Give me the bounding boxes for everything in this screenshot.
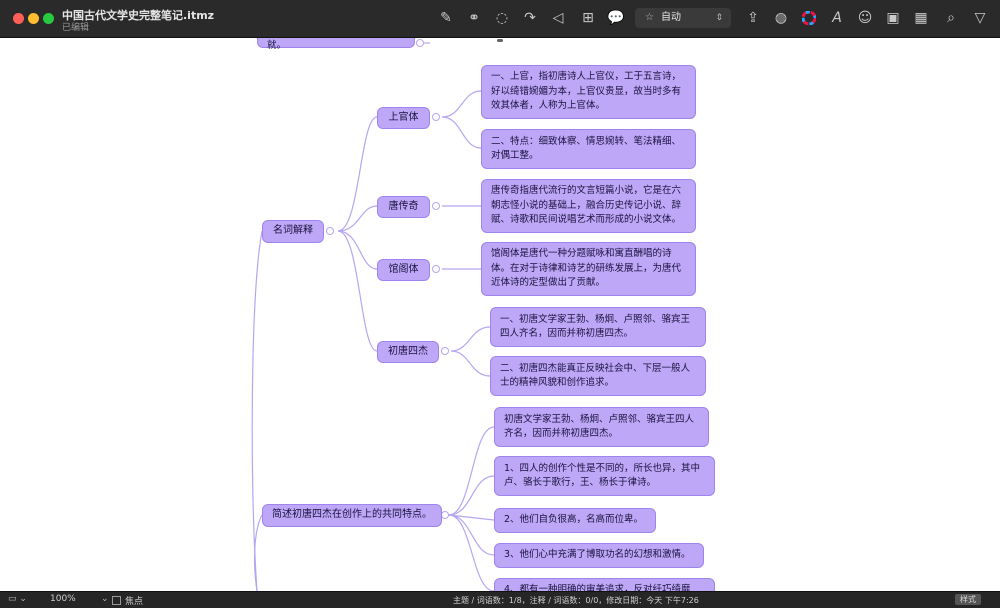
- document-title: 中国古代文学史完整笔记.itmz: [62, 9, 215, 22]
- layout-icon[interactable]: ⊞: [582, 10, 594, 26]
- font-icon[interactable]: A: [832, 10, 842, 26]
- document-status: 已编辑: [62, 23, 90, 33]
- boundary-icon[interactable]: ◌: [495, 10, 509, 26]
- sidebar-toggle-icon[interactable]: ▭ ⌄: [8, 594, 27, 604]
- zoom-chevron-icon[interactable]: ⌄: [101, 594, 109, 604]
- leaf-question-intro[interactable]: 初唐文学家王勃、杨炯、卢照邻、骆宾王四人齐名，因而并称初唐四杰。: [494, 407, 709, 447]
- chevron-updown-icon: ⇕: [715, 13, 723, 23]
- mind-map-canvas[interactable]: …论述《诗品》的文学批评成就。 名词解释 上官体 唐传奇 馆阁体 初唐四杰 一、…: [0, 38, 1000, 591]
- node-text: 3、他们心中充满了博取功名的幻想和激情。: [504, 549, 691, 561]
- focus-label: 焦点: [125, 597, 144, 607]
- node-text: 2、他们自负很高，名高而位卑。: [504, 514, 644, 526]
- focus-toggle[interactable]: 焦点: [112, 594, 143, 607]
- main-topic-mingci[interactable]: 名词解释: [262, 220, 324, 243]
- topic-node-partial[interactable]: …论述《诗品》的文学批评成就。: [257, 38, 415, 51]
- subtopic-shangguanti[interactable]: 上官体: [377, 107, 430, 129]
- main-topic-question-sijie[interactable]: 简述初唐四杰在创作上的共同特点。: [262, 504, 442, 527]
- subtopic-tangchuanqi[interactable]: 唐传奇: [377, 196, 430, 218]
- zoom-level[interactable]: 100%: [50, 594, 76, 604]
- node-text: 二、特点：细致体察、情思婉转、笔法精细、对偶工整。: [491, 135, 682, 162]
- node-text: 简述初唐四杰在创作上的共同特点。: [272, 509, 432, 521]
- leaf-question-point-1[interactable]: 1、四人的创作个性是不同的，所长也异，其中卢、骆长于歌行，王、杨长于律诗。: [494, 456, 715, 496]
- leaf-shangguan-features[interactable]: 二、特点：细致体察、情思婉转、笔法精细、对偶工整。: [481, 129, 696, 169]
- comment-icon[interactable]: 💬: [607, 10, 625, 26]
- subtopic-chutangsijie[interactable]: 初唐四杰: [377, 341, 439, 363]
- leaf-question-point-3[interactable]: 3、他们心中充满了博取功名的幻想和激情。: [494, 543, 704, 568]
- emoji-icon[interactable]: ☺: [857, 10, 873, 26]
- node-text: 二、初唐四杰能真正反映社会中、下层一般人士的精神风貌和创作追求。: [500, 362, 691, 389]
- image-icon[interactable]: ▣: [886, 10, 900, 26]
- node-text: 名词解释: [273, 225, 313, 237]
- node-text: 1、四人的创作个性是不同的，所长也异，其中卢、骆长于歌行，王、杨长于律诗。: [504, 462, 701, 489]
- filter-icon[interactable]: ▽: [974, 10, 986, 26]
- status-bar: ▭ ⌄ 100% ⌄ 焦点 主题 / 词语数：1/8，注释 / 词语数：0/0，…: [0, 591, 1000, 608]
- search-icon[interactable]: ⌕: [947, 10, 955, 26]
- theme-select[interactable]: ☆ 自动 ⇕: [635, 8, 731, 28]
- document-stats: 主题 / 词语数：1/8，注释 / 词语数：0/0，修改日期：今天 下午7:26: [453, 596, 699, 605]
- close-window-button[interactable]: [13, 13, 24, 24]
- zoom-window-button[interactable]: [43, 13, 54, 24]
- leaf-chuanqi-definition[interactable]: 唐传奇指唐代流行的文言短篇小说，它是在六朝志怪小说的基础上，融合历史传记小说、辞…: [481, 179, 696, 233]
- node-text: 一、初唐文学家王勃、杨炯、卢照邻、骆宾王四人齐名，因而并称初唐四杰。: [500, 313, 691, 340]
- node-text: 初唐文学家王勃、杨炯、卢照邻、骆宾王四人齐名，因而并称初唐四杰。: [504, 413, 695, 440]
- style-icon[interactable]: ◍: [774, 10, 788, 26]
- color-icon[interactable]: [799, 9, 819, 27]
- node-text: 馆阁体是唐代一种分题赋咏和寓直酬唱的诗体。在对于诗律和诗艺的研练发展上，为唐代近…: [491, 248, 682, 289]
- theme-star-icon: ☆: [645, 12, 654, 23]
- node-text: 馆阁体: [388, 263, 419, 275]
- leaf-shangguan-definition[interactable]: 一、上官，指初唐诗人上官仪，工于五言诗，好以绮错婉媚为本，上官仪贵显，故当时多有…: [481, 65, 696, 119]
- leaf-sijie-definition[interactable]: 一、初唐文学家王勃、杨炯、卢照邻、骆宾王四人齐名，因而并称初唐四杰。: [490, 307, 706, 347]
- leaf-question-point-2[interactable]: 2、他们自负很高，名高而位卑。: [494, 508, 656, 533]
- node-text: 初唐四杰: [388, 345, 428, 357]
- subtopic-guangeti[interactable]: 馆阁体: [377, 259, 430, 281]
- curve-icon[interactable]: ↷: [524, 10, 536, 26]
- node-text: 唐传奇指唐代流行的文言短篇小说，它是在六朝志怪小说的基础上，融合历史传记小说、辞…: [491, 185, 682, 226]
- node-text: 唐传奇: [388, 200, 419, 212]
- node-text: …论述《诗品》的文学批评成就。: [267, 40, 287, 51]
- shape-icon[interactable]: ◁: [552, 10, 564, 26]
- connector-lines: [251, 39, 495, 591]
- theme-select-value: 自动: [661, 12, 681, 23]
- resize-handle[interactable]: [497, 39, 503, 42]
- leaf-question-point-4[interactable]: 4、都有一种明确的审美追求，反对纤巧绮靡: [494, 578, 715, 591]
- minimize-window-button[interactable]: [28, 13, 39, 24]
- leaf-sijie-significance[interactable]: 二、初唐四杰能真正反映社会中、下层一般人士的精神风貌和创作追求。: [490, 356, 706, 396]
- text-format-icon[interactable]: ✎: [440, 10, 452, 26]
- node-text: 上官体: [388, 111, 419, 123]
- style-button[interactable]: 样式: [955, 594, 981, 605]
- title-bar: 中国古代文学史完整笔记.itmz 已编辑 ✎ ⚭ ◌ ↷ ◁ ⊞ 💬 ☆ 自动 …: [0, 0, 1000, 38]
- node-text: 4、都有一种明确的审美追求，反对纤巧绮靡: [504, 584, 691, 591]
- relation-icon[interactable]: ⚭: [468, 10, 480, 26]
- share-icon[interactable]: ⇪: [747, 10, 759, 26]
- leaf-guange-definition[interactable]: 馆阁体是唐代一种分题赋咏和寓直酬唱的诗体。在对于诗律和诗艺的研练发展上，为唐代近…: [481, 242, 696, 296]
- table-icon[interactable]: ▦: [914, 10, 928, 26]
- node-text: 一、上官，指初唐诗人上官仪，工于五言诗，好以绮错婉媚为本，上官仪贵显，故当时多有…: [491, 71, 682, 112]
- focus-checkbox[interactable]: [112, 596, 121, 605]
